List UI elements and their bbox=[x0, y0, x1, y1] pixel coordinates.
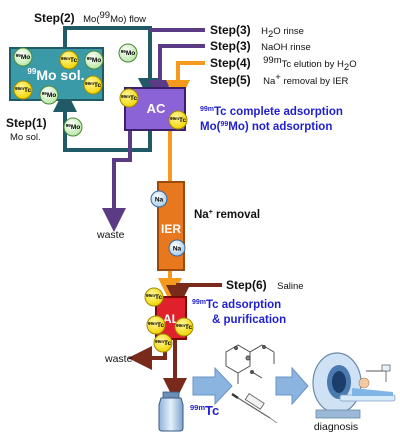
product-label: 99mTc bbox=[190, 403, 219, 418]
mo-ion: 99Mo bbox=[84, 50, 104, 70]
tc-ion: 99mTc bbox=[119, 88, 139, 108]
waste-label-bottom: waste bbox=[104, 353, 133, 365]
al-label: AL bbox=[163, 312, 179, 326]
svg-text:Na: Na bbox=[173, 246, 182, 253]
scanner-icon bbox=[312, 352, 362, 419]
syringe-icon bbox=[231, 392, 278, 424]
ac-label: AC bbox=[147, 101, 166, 116]
tc-ion: 99mTc bbox=[59, 50, 79, 70]
tc-ion: 99mTc bbox=[13, 80, 33, 100]
ier-label: IER bbox=[161, 222, 181, 236]
svg-text:99mTc: 99mTc bbox=[121, 94, 138, 102]
svg-text:99Mo: 99Mo bbox=[42, 91, 56, 99]
product-vial bbox=[158, 391, 184, 432]
patient-icon bbox=[339, 364, 396, 402]
svg-text:Na: Na bbox=[155, 197, 164, 204]
mo-ion: 99Mo bbox=[13, 47, 33, 67]
svg-text:99mTc: 99mTc bbox=[15, 86, 32, 94]
svg-text:99Mo: 99Mo bbox=[121, 49, 135, 57]
diagnosis-label: diagnosis bbox=[314, 421, 358, 433]
chemical-structure-icon bbox=[225, 344, 275, 384]
mo-ion: 99Mo bbox=[39, 85, 59, 105]
svg-text:99mTc: 99mTc bbox=[148, 321, 165, 329]
step5-label: Step(5) Na+ removal by IER bbox=[210, 71, 349, 88]
step1-label: Step(1) bbox=[6, 116, 47, 130]
al-annotation-line2: & purification bbox=[212, 314, 286, 326]
svg-text:99mTc: 99mTc bbox=[170, 116, 187, 124]
tc-ion: 99mTc bbox=[146, 315, 166, 335]
ac-annotation-line1: 99mTc complete adsorption bbox=[200, 106, 343, 118]
step3b-label: Step(3) NaOH rinse bbox=[210, 37, 311, 54]
step1-desc: Mo sol. bbox=[10, 132, 41, 143]
step6-label: Step(6) Saline bbox=[226, 276, 304, 293]
al-annotation-line1: 99mTc adsorption bbox=[192, 299, 281, 311]
mo-ion: 99Mo bbox=[63, 117, 83, 137]
step3a-label: Step(3) H2O rinse bbox=[210, 21, 304, 40]
tc-ion: 99mTc bbox=[168, 110, 188, 130]
na-ion: Na bbox=[168, 239, 186, 257]
svg-text:99mTc: 99mTc bbox=[146, 293, 163, 301]
tc-ion: 99mTc bbox=[144, 287, 164, 307]
mo-ion: 99Mo bbox=[118, 43, 138, 63]
flow-arrow-icon bbox=[275, 366, 309, 406]
svg-text:99mTc: 99mTc bbox=[85, 81, 102, 89]
step2-label: Step(2) Mo(99Mo) flow bbox=[34, 9, 146, 26]
step4-label: Step(4) 99mTc elution by H2O bbox=[210, 54, 357, 73]
waste-label-top: waste bbox=[96, 229, 125, 241]
svg-text:99mTc: 99mTc bbox=[155, 339, 172, 347]
ac-annotation-line2: Mo(99Mo) not adsorption bbox=[200, 121, 332, 133]
ier-annotation: Na+ removal bbox=[194, 209, 260, 221]
tc-ion: 99mTc bbox=[153, 333, 173, 353]
tc-ion: 99mTc bbox=[174, 317, 194, 337]
na-ion: Na bbox=[150, 190, 168, 208]
tc-ion: 99mTc bbox=[83, 75, 103, 95]
svg-text:99Mo: 99Mo bbox=[16, 53, 30, 61]
mo-solution-label: 99Mo sol. bbox=[27, 67, 84, 83]
rinse-lines bbox=[102, 28, 205, 232]
svg-text:99mTc: 99mTc bbox=[176, 323, 193, 331]
svg-text:99mTc: 99mTc bbox=[61, 56, 78, 64]
svg-text:99Mo: 99Mo bbox=[87, 56, 101, 64]
svg-text:99Mo: 99Mo bbox=[66, 123, 80, 131]
flow-arrow-icon bbox=[192, 366, 233, 406]
